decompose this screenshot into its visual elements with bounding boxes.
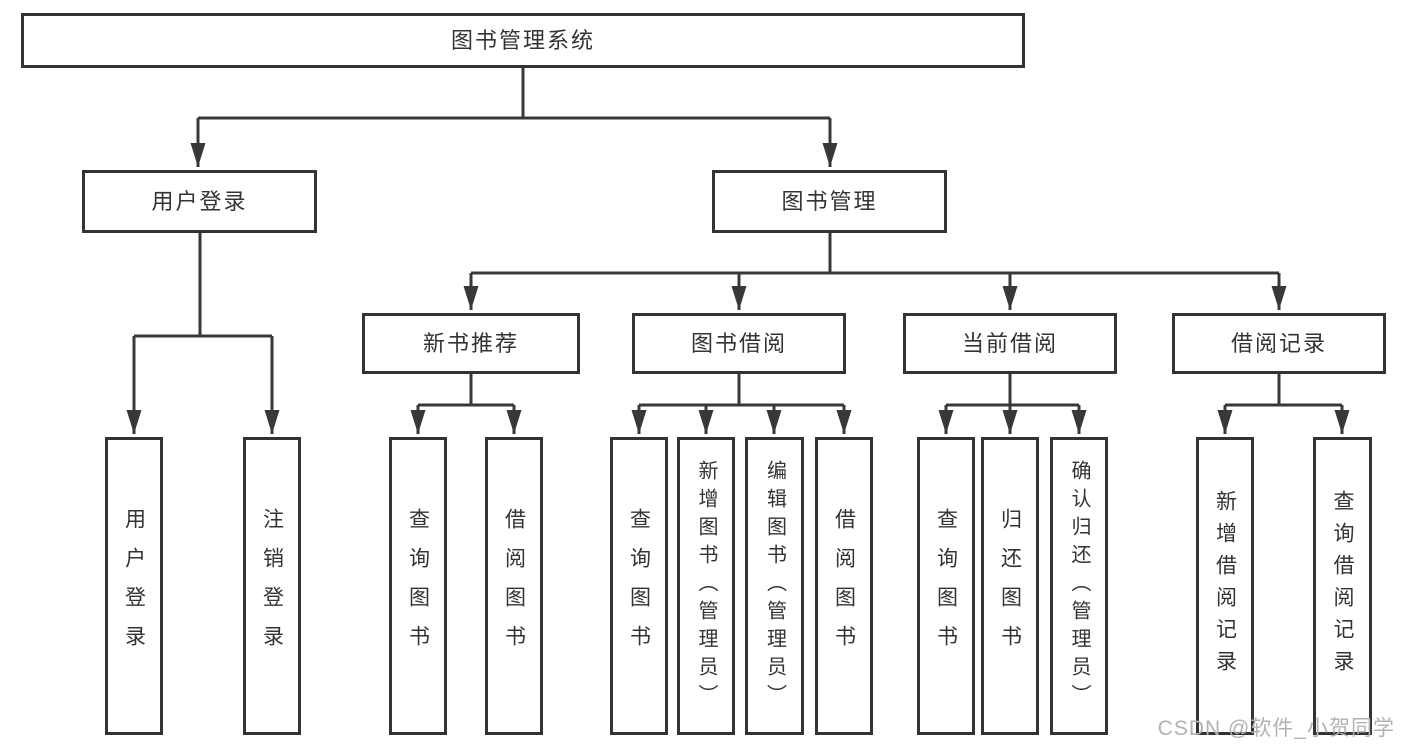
leaf-borrow-books: 借阅图书 <box>815 437 873 735</box>
node-root: 图书管理系统 <box>21 13 1025 68</box>
leaf-logout: 注销登录 <box>243 437 301 735</box>
node-book-management-label: 图书管理 <box>781 188 878 214</box>
node-root-label: 图书管理系统 <box>450 27 595 53</box>
leaf-query-books-borrowing-label: 查询图书 <box>627 508 651 664</box>
leaf-query-books-borrowing: 查询图书 <box>610 437 668 735</box>
node-current-borrowing-label: 当前借阅 <box>961 330 1058 356</box>
node-book-management: 图书管理 <box>712 170 947 233</box>
leaf-confirm-return-admin: 确认归还（管理员） <box>1050 437 1108 735</box>
leaf-query-books-recommend: 查询图书 <box>389 437 447 735</box>
leaf-add-borrow-record-label: 新增借阅记录 <box>1213 490 1237 682</box>
csdn-watermark: CSDN @软件_小贺同学 <box>1157 717 1395 740</box>
leaf-query-books-current-label: 查询图书 <box>934 508 958 664</box>
leaf-confirm-return-admin-label: 确认归还（管理员） <box>1068 460 1090 712</box>
leaf-user-login-label: 用户登录 <box>122 508 146 664</box>
node-user-login: 用户登录 <box>82 170 317 233</box>
node-borrow-records: 借阅记录 <box>1172 313 1386 374</box>
leaf-return-books: 归还图书 <box>981 437 1039 735</box>
leaf-query-books-current: 查询图书 <box>917 437 975 735</box>
node-borrow-records-label: 借阅记录 <box>1230 330 1327 356</box>
connector-trunks <box>134 68 1342 407</box>
leaf-add-borrow-record: 新增借阅记录 <box>1196 437 1254 735</box>
node-book-borrowing: 图书借阅 <box>632 313 846 374</box>
leaf-return-books-label: 归还图书 <box>998 508 1022 664</box>
leaf-add-books-admin-label: 新增图书（管理员） <box>695 460 717 712</box>
leaf-query-books-recommend-label: 查询图书 <box>406 508 430 664</box>
leaf-add-books-admin: 新增图书（管理员） <box>677 437 735 735</box>
leaf-query-borrow-record: 查询借阅记录 <box>1313 437 1372 735</box>
node-user-login-label: 用户登录 <box>151 188 248 214</box>
node-current-borrowing: 当前借阅 <box>903 313 1117 374</box>
node-new-book-recommend: 新书推荐 <box>362 313 580 374</box>
leaf-edit-books-admin: 编辑图书（管理员） <box>745 437 804 735</box>
node-book-borrowing-label: 图书借阅 <box>690 330 787 356</box>
leaf-borrow-books-recommend: 借阅图书 <box>485 437 543 735</box>
node-new-book-recommend-label: 新书推荐 <box>422 330 519 356</box>
leaf-edit-books-admin-label: 编辑图书（管理员） <box>763 460 786 712</box>
leaf-borrow-books-recommend-label: 借阅图书 <box>502 508 526 664</box>
leaf-logout-label: 注销登录 <box>260 508 284 664</box>
connector-arrows <box>126 118 1350 434</box>
leaf-user-login: 用户登录 <box>105 437 163 735</box>
leaf-borrow-books-label: 借阅图书 <box>832 508 856 664</box>
leaf-query-borrow-record-label: 查询借阅记录 <box>1331 490 1354 682</box>
